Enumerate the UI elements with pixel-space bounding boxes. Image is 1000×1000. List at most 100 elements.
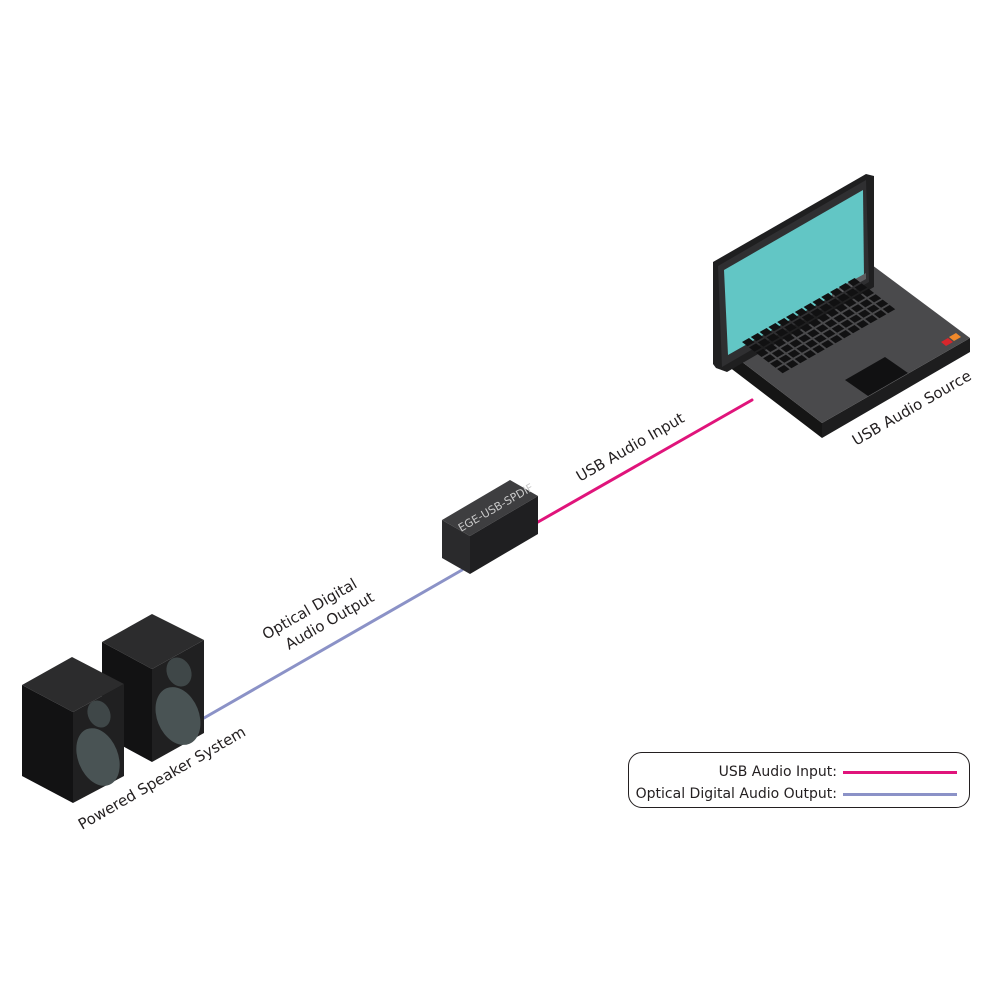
keyboard-key [833, 314, 846, 323]
keyboard-key [845, 288, 859, 297]
keyboard-key [808, 318, 822, 327]
keyboard-key [835, 303, 848, 312]
keyboard-key [764, 343, 778, 352]
keyboard-key [768, 323, 781, 332]
keyboard-key [837, 293, 850, 302]
laptop-keyboard [742, 278, 896, 374]
keyboard-key [873, 310, 887, 319]
keyboard-key [828, 298, 841, 307]
keyboard-key [821, 293, 834, 302]
keyboard-key [750, 333, 764, 342]
keyboard-key [875, 299, 889, 308]
keyboard-key [824, 319, 838, 328]
legend-label: Optical Digital Audio Output: [635, 786, 837, 802]
converter-left-face [442, 520, 470, 574]
keyboard-key [858, 309, 871, 318]
keyboard-key [777, 318, 790, 327]
keyboard-key [851, 304, 864, 313]
keyboard-key [859, 299, 873, 308]
laptop-touchpad [845, 357, 908, 396]
keyboard-key [796, 344, 809, 353]
keyboard-key [831, 324, 845, 333]
keyboard-key [812, 345, 825, 354]
keyboard-key [749, 343, 762, 352]
legend-label: USB Audio Input: [718, 764, 837, 780]
keyboard-key [766, 333, 780, 342]
keyboard-key [844, 298, 857, 307]
keyboard-key [856, 320, 869, 329]
laptop-led-red [941, 338, 953, 346]
speaker-woofer [155, 687, 201, 745]
powered-speaker-system[interactable] [22, 614, 209, 803]
optical-audio-cable [202, 568, 464, 720]
keyboard-key [773, 338, 787, 347]
legend-item-optical: Optical Digital Audio Output: [636, 786, 957, 802]
converter-front-face [470, 496, 538, 574]
keyboard-key [780, 344, 794, 353]
keyboard-key [782, 333, 795, 342]
keyboard-key [852, 293, 866, 302]
keyboard-key [810, 308, 824, 317]
keyboard-key [865, 315, 878, 324]
laptop-base-front [822, 338, 970, 438]
keyboard-key [840, 319, 853, 328]
converter-top [442, 480, 538, 536]
keyboard-key [794, 355, 808, 364]
keyboard-key [830, 288, 843, 297]
keyboard-key [784, 323, 797, 332]
legend-item-usb: USB Audio Input: [719, 764, 957, 780]
ege-usb-spdif-converter[interactable]: EGE-USB-SPDIF [442, 480, 538, 574]
keyboard-key [819, 303, 832, 312]
speaker-left [22, 657, 124, 803]
keyboard-key [805, 339, 818, 348]
keyboard-key [868, 294, 882, 303]
keyboard-key [866, 304, 880, 313]
keyboard-key [801, 313, 815, 322]
keyboard-key [842, 309, 855, 318]
legend-swatch-optical [843, 792, 957, 796]
legend: USB Audio Input: Optical Digital Audio O… [628, 752, 970, 808]
keyboard-key [826, 308, 839, 317]
keyboard-key [778, 354, 792, 363]
keyboard-key [838, 283, 852, 292]
keyboard-key [759, 328, 773, 337]
keyboard-key [821, 340, 834, 349]
laptop-led-orange [949, 333, 961, 341]
laptop-screen [724, 190, 864, 355]
keyboard-key [803, 303, 817, 312]
keyboard-key [775, 328, 788, 337]
keyboard-key [838, 330, 852, 339]
keyboard-key [847, 278, 861, 287]
keyboard-key [800, 323, 813, 332]
keyboard-key [861, 288, 875, 297]
keyboard-key [814, 334, 827, 343]
keyboard-key [849, 314, 862, 323]
speaker-woofer [76, 728, 120, 786]
keyboard-key [798, 334, 811, 343]
laptop-base-side [720, 345, 822, 438]
keyboard-key [777, 365, 790, 374]
keyboard-key [763, 354, 776, 363]
keyboard-key [812, 298, 825, 307]
keyboard-key [789, 339, 802, 348]
laptop-base-top [720, 262, 970, 423]
keyboard-key [786, 313, 799, 322]
keyboard-key [817, 313, 831, 322]
keyboard-key [756, 348, 769, 357]
usb-audio-cable [536, 398, 754, 524]
laptop[interactable] [713, 174, 970, 438]
keyboard-key [757, 338, 771, 347]
keyboard-key [791, 328, 804, 337]
keyboard-key [785, 360, 799, 369]
keyboard-key [793, 318, 806, 327]
keyboard-key [742, 338, 755, 347]
keyboard-key [882, 305, 896, 314]
keyboard-key [794, 308, 808, 317]
keyboard-key [787, 349, 801, 358]
keyboard-key [807, 329, 820, 338]
keyboard-key [771, 349, 785, 358]
speaker-tweeter [87, 700, 111, 728]
legend-swatch-usb [843, 770, 957, 774]
keyboard-key [847, 325, 860, 334]
keyboard-key [822, 329, 836, 338]
